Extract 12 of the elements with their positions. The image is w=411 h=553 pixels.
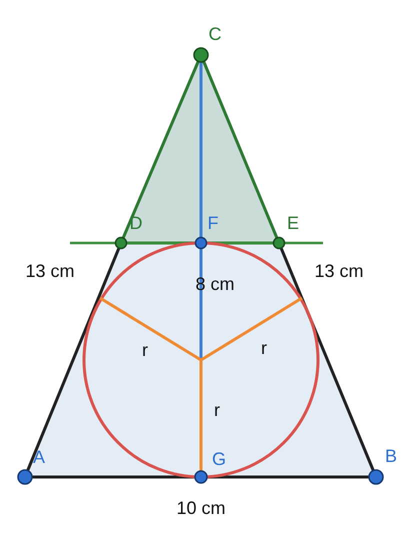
point-label: G	[212, 450, 226, 468]
length-label: 10 cm	[176, 499, 226, 517]
point-label: E	[287, 214, 299, 232]
point-label: A	[33, 448, 45, 466]
length-label: 13 cm	[25, 262, 75, 280]
length-label: 13 cm	[314, 262, 364, 280]
radius-label: r	[142, 341, 148, 359]
radius-label: r	[261, 339, 267, 357]
point-label: B	[385, 447, 397, 465]
radius-label: r	[214, 401, 220, 419]
point-label: C	[208, 25, 222, 43]
point-label: F	[208, 214, 218, 232]
